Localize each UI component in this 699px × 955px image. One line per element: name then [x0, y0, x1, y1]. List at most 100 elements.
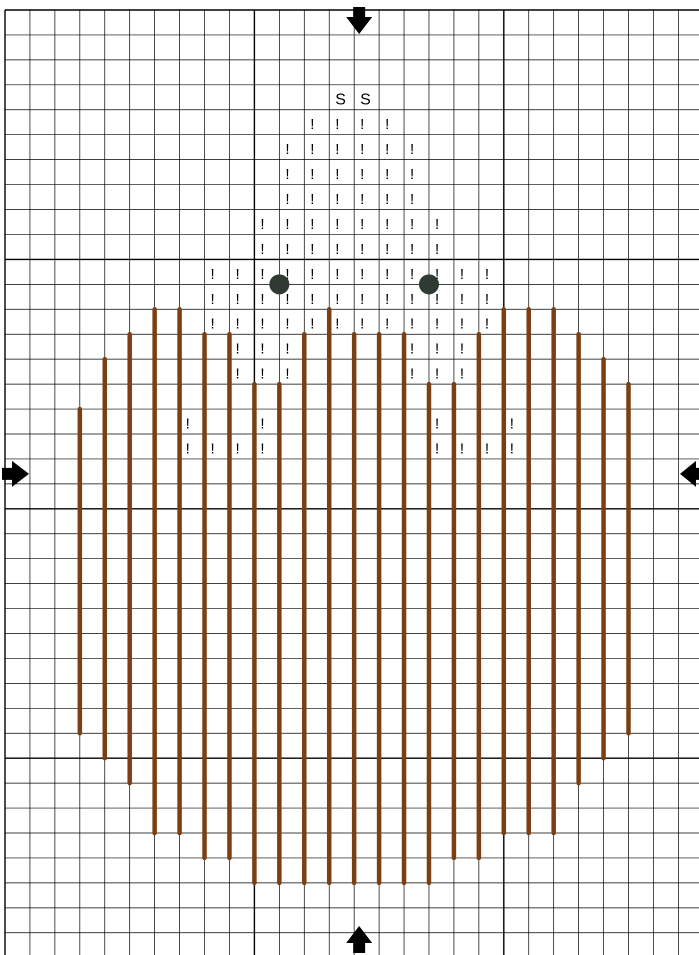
symbol-exclamation: !	[260, 216, 264, 233]
symbol-exclamation: !	[335, 141, 339, 158]
symbol-s: S	[335, 91, 346, 108]
symbol-exclamation: !	[410, 366, 414, 383]
symbol-exclamation: !	[260, 316, 264, 333]
symbol-exclamation: !	[360, 191, 364, 208]
symbol-exclamation: !	[410, 166, 414, 183]
symbol-exclamation: !	[435, 216, 439, 233]
symbol-exclamation: !	[235, 341, 239, 358]
symbol-exclamation: !	[485, 266, 489, 283]
symbol-exclamation: !	[410, 316, 414, 333]
bead-marker	[269, 274, 289, 294]
symbol-exclamation: !	[285, 291, 289, 308]
symbol-exclamation: !	[260, 341, 264, 358]
symbol-exclamation: !	[385, 116, 389, 133]
bead-marker	[419, 274, 439, 294]
symbol-exclamation: !	[435, 316, 439, 333]
symbol-exclamation: !	[510, 440, 514, 457]
symbol-exclamation: !	[385, 316, 389, 333]
symbol-exclamation: !	[360, 216, 364, 233]
symbol-exclamation: !	[385, 166, 389, 183]
symbol-exclamation: !	[310, 116, 314, 133]
symbol-exclamation: !	[435, 415, 439, 432]
symbol-exclamation: !	[235, 316, 239, 333]
symbol-exclamation: !	[360, 166, 364, 183]
symbol-exclamation: !	[385, 291, 389, 308]
symbol-exclamation: !	[260, 440, 264, 457]
symbol-exclamation: !	[285, 141, 289, 158]
symbol-exclamation: !	[211, 316, 215, 333]
symbol-exclamation: !	[360, 266, 364, 283]
symbol-exclamation: !	[235, 366, 239, 383]
symbol-exclamation: !	[460, 366, 464, 383]
symbol-exclamation: !	[310, 291, 314, 308]
bottom-center-arrow-icon	[346, 926, 372, 953]
symbol-exclamation: !	[260, 366, 264, 383]
symbol-exclamation: !	[186, 440, 190, 457]
symbol-exclamation: !	[335, 316, 339, 333]
symbol-exclamation: !	[410, 241, 414, 258]
symbol-exclamation: !	[335, 216, 339, 233]
symbol-exclamation: !	[335, 191, 339, 208]
symbol-exclamation: !	[310, 191, 314, 208]
symbol-exclamation: !	[335, 241, 339, 258]
symbol-exclamation: !	[310, 141, 314, 158]
symbol-exclamation: !	[285, 166, 289, 183]
symbol-exclamation: !	[335, 166, 339, 183]
symbol-exclamation: !	[410, 216, 414, 233]
symbol-exclamation: !	[360, 291, 364, 308]
symbol-exclamation: !	[285, 341, 289, 358]
symbol-exclamation: !	[385, 216, 389, 233]
symbol-exclamation: !	[310, 316, 314, 333]
symbol-exclamation: !	[485, 316, 489, 333]
symbol-exclamation: !	[385, 241, 389, 258]
symbol-exclamation: !	[310, 266, 314, 283]
symbol-exclamation: !	[385, 191, 389, 208]
symbol-exclamation: !	[410, 291, 414, 308]
symbol-exclamation: !	[460, 341, 464, 358]
symbol-exclamation: !	[410, 266, 414, 283]
symbol-exclamation: !	[285, 216, 289, 233]
symbol-exclamation: !	[360, 241, 364, 258]
symbol-exclamation: !	[260, 415, 264, 432]
symbol-exclamation: !	[435, 291, 439, 308]
symbol-exclamation: !	[211, 291, 215, 308]
symbol-exclamation: !	[310, 216, 314, 233]
symbol-exclamation: !	[235, 440, 239, 457]
symbol-exclamation: !	[460, 316, 464, 333]
symbol-s: S	[360, 91, 371, 108]
symbol-exclamation: !	[485, 291, 489, 308]
right-center-arrow-icon	[680, 461, 699, 487]
backstitch-layer	[80, 309, 629, 883]
symbol-exclamation: !	[410, 141, 414, 158]
symbol-exclamation: !	[211, 440, 215, 457]
symbol-exclamation: !	[435, 341, 439, 358]
symbol-exclamation: !	[235, 291, 239, 308]
symbol-exclamation: !	[435, 440, 439, 457]
symbol-exclamation: !	[310, 166, 314, 183]
symbol-exclamation: !	[410, 341, 414, 358]
symbol-exclamation: !	[360, 116, 364, 133]
symbol-exclamation: !	[385, 141, 389, 158]
symbol-exclamation: !	[510, 415, 514, 432]
symbol-exclamation: !	[260, 266, 264, 283]
symbol-exclamation: !	[435, 366, 439, 383]
symbol-exclamation: !	[186, 415, 190, 432]
symbol-exclamation: !	[285, 241, 289, 258]
top-center-arrow-icon	[346, 7, 372, 34]
symbol-exclamation: !	[485, 440, 489, 457]
symbol-exclamation: !	[335, 291, 339, 308]
symbol-exclamation: !	[335, 266, 339, 283]
symbol-exclamation: !	[385, 266, 389, 283]
symbol-exclamation: !	[460, 266, 464, 283]
symbol-exclamation: !	[435, 241, 439, 258]
symbol-exclamation: !	[360, 141, 364, 158]
symbol-exclamation: !	[460, 440, 464, 457]
symbol-exclamation: !	[211, 266, 215, 283]
symbol-exclamation: !	[460, 291, 464, 308]
symbol-exclamation: !	[410, 191, 414, 208]
symbol-exclamation: !	[335, 116, 339, 133]
left-center-arrow-icon	[2, 461, 29, 487]
symbol-exclamation: !	[235, 266, 239, 283]
symbol-exclamation: !	[285, 191, 289, 208]
